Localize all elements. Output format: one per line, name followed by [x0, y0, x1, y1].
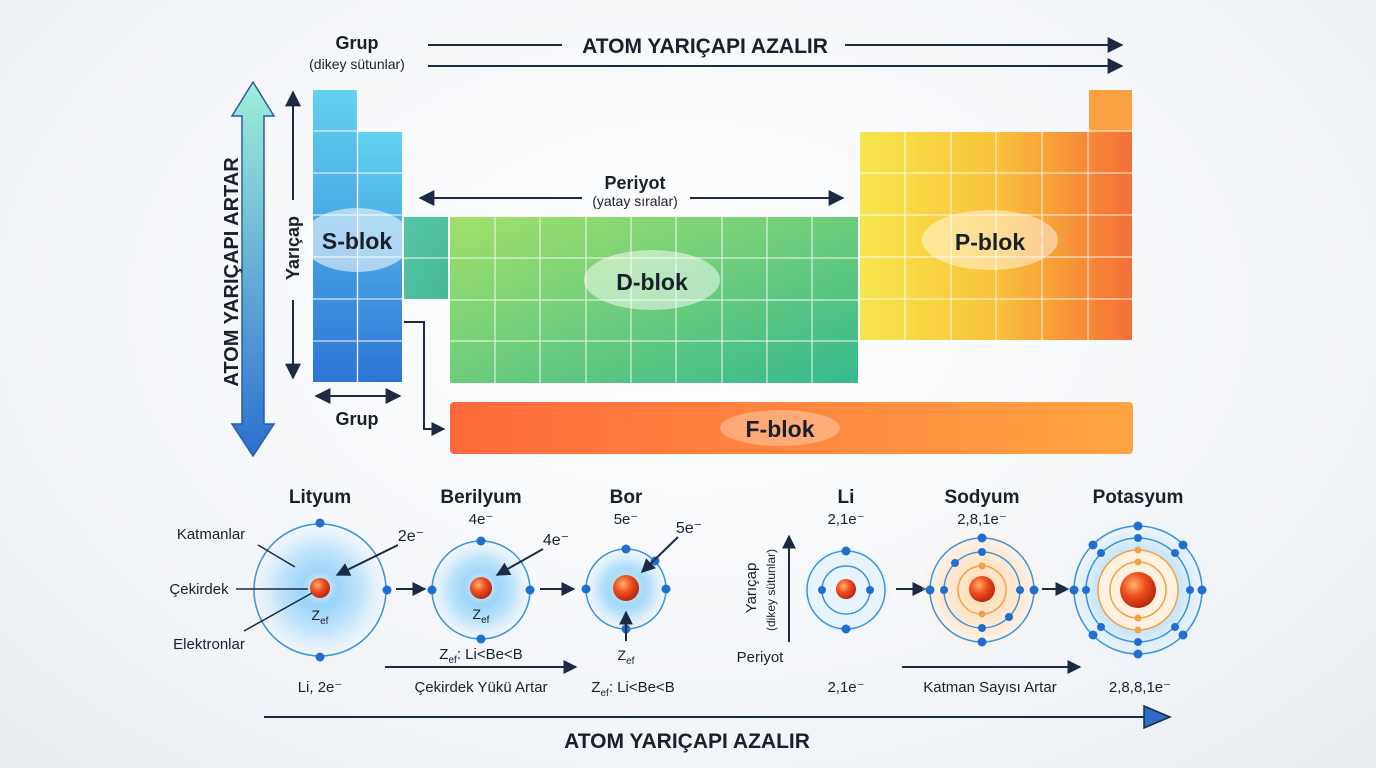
d-block-label: D-blok — [616, 269, 688, 295]
lityum-atom — [252, 518, 392, 662]
berilyum-electron-arrow — [495, 548, 544, 576]
sodyum-name: Sodyum — [945, 487, 1020, 508]
f-block-connector-arrow — [404, 321, 446, 436]
lityum-electron-label: 2e⁻ — [398, 528, 424, 545]
berilyum-name: Berilyum — [440, 487, 521, 508]
li-name: Li — [838, 487, 855, 508]
berilyum-zef: Zef — [473, 606, 490, 626]
p-block — [860, 90, 1132, 340]
cekirdek-yuku-label: Çekirdek Yükü Artar — [414, 679, 547, 696]
potasyum-atom — [1066, 518, 1210, 662]
p-block-label: P-blok — [955, 229, 1025, 255]
grup-bottom-label: Grup — [336, 409, 379, 429]
berilyum-config: 4e⁻ — [469, 511, 494, 528]
sodyum-config: 2,8,1e⁻ — [957, 511, 1007, 528]
yaricap-label: Yarıçap — [283, 216, 303, 280]
d-block — [450, 217, 858, 383]
label-cekirdek: Çekirdek — [169, 581, 229, 598]
bottom-long-arrow-head — [1143, 704, 1172, 730]
potasyum-name: Potasyum — [1093, 487, 1184, 508]
right-yaricap-label: Yarıçap — [743, 563, 760, 614]
potasyum-bottom-config: 2,8,8,1e⁻ — [1109, 679, 1171, 696]
f-block-label: F-blok — [746, 416, 815, 442]
transition-columns — [404, 217, 448, 299]
lityum-electron-arrow — [335, 544, 399, 576]
li-config: 2,1e⁻ — [827, 511, 864, 528]
label-katmanlar: Katmanlar — [177, 526, 245, 543]
bor-name: Bor — [610, 487, 643, 508]
grup-title: Grup — [336, 33, 379, 53]
lityum-name: Lityum — [289, 487, 351, 508]
top-arrow-label: ATOM YARIÇAPI AZALIR — [582, 35, 828, 58]
katman-sayisi-label: Katman Sayısı Artar — [923, 679, 1056, 696]
grup-subtitle: (dikey sütunlar) — [309, 56, 405, 72]
s-block — [302, 90, 412, 382]
li-atom — [804, 546, 888, 634]
bor-zef: Zef — [618, 647, 635, 667]
f-block — [450, 402, 1133, 454]
bor-config: 5e⁻ — [614, 511, 639, 528]
left-arrow-label: ATOM YARIÇAPI ARTAR — [221, 157, 243, 387]
left-big-arrow — [230, 80, 276, 458]
periyot-subtitle: (yatay sıralar) — [592, 193, 678, 209]
elektronlar-pointer — [243, 592, 313, 632]
katmanlar-pointer — [257, 544, 296, 568]
zef-compare-1: Zef: Li<Be<B — [439, 646, 522, 666]
right-periyot-label: Periyot — [737, 649, 785, 666]
lityum-zef: Zef — [312, 607, 329, 627]
right-dikey-label: (dikey sütunlar) — [764, 549, 778, 631]
s-block-label: S-blok — [322, 228, 392, 254]
bottom-arrow-label: ATOM YARIÇAPI AZALIR — [564, 730, 810, 753]
label-elektronlar: Elektronlar — [173, 636, 245, 653]
sodyum-atom — [922, 530, 1042, 650]
lityum-bottom-label: Li, 2e⁻ — [298, 679, 343, 696]
li-bottom-config: 2,1e⁻ — [827, 679, 864, 696]
berilyum-electron-label: 4e⁻ — [543, 532, 569, 549]
zef-compare-2: Zef: Li<Be<B — [591, 679, 674, 699]
bor-electron-label: 5e⁻ — [676, 520, 702, 537]
bor-electron-arrow — [640, 536, 679, 573]
periyot-title: Periyot — [604, 173, 665, 193]
berilyum-atom — [427, 536, 535, 644]
